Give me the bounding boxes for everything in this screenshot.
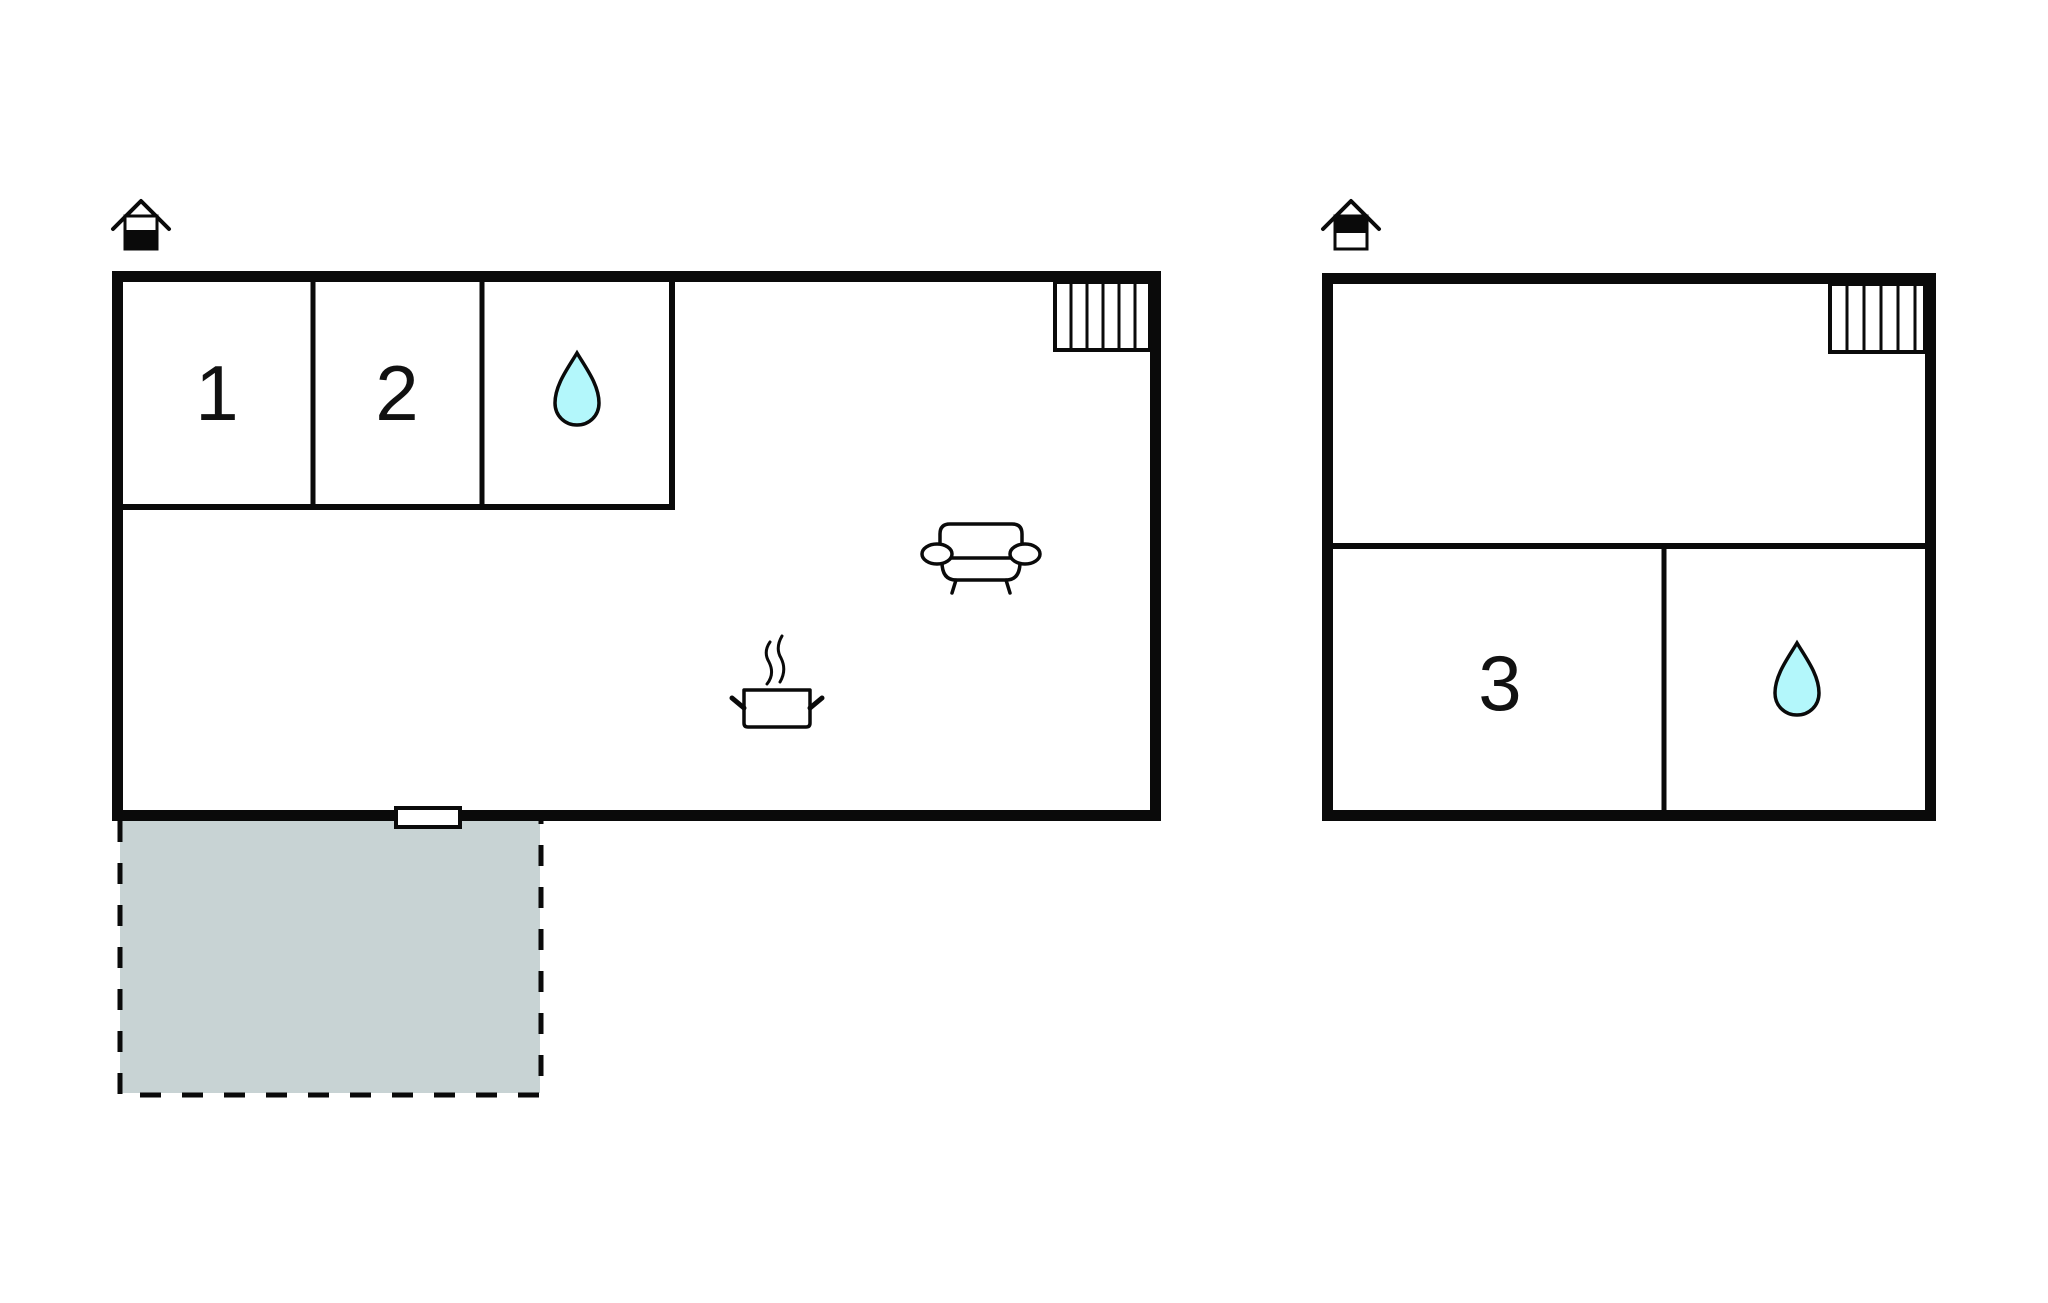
upper-partitions <box>1333 543 1925 810</box>
water-drop-icon <box>553 349 601 427</box>
house-ground-floor-icon <box>111 199 171 251</box>
ground-outer-wall <box>112 271 1161 821</box>
terrace <box>117 821 544 1098</box>
house-upper-floor-icon <box>1321 199 1381 251</box>
cooking-pot-icon <box>729 634 825 729</box>
room-label-1: 1 <box>195 349 238 437</box>
stairs-icon <box>1828 282 1927 354</box>
upper-floor-plan: 3 <box>1321 199 1936 821</box>
water-drop-icon <box>1773 639 1821 717</box>
sofa-icon <box>920 522 1042 595</box>
room-label-3: 3 <box>1478 639 1521 727</box>
ground-floor-plan: 1 2 <box>111 199 1161 1098</box>
stairs-icon <box>1053 280 1152 352</box>
room-label-2: 2 <box>375 349 418 437</box>
upper-outer-wall <box>1322 273 1936 821</box>
ground-partitions <box>123 282 675 510</box>
entrance-door <box>394 806 462 829</box>
